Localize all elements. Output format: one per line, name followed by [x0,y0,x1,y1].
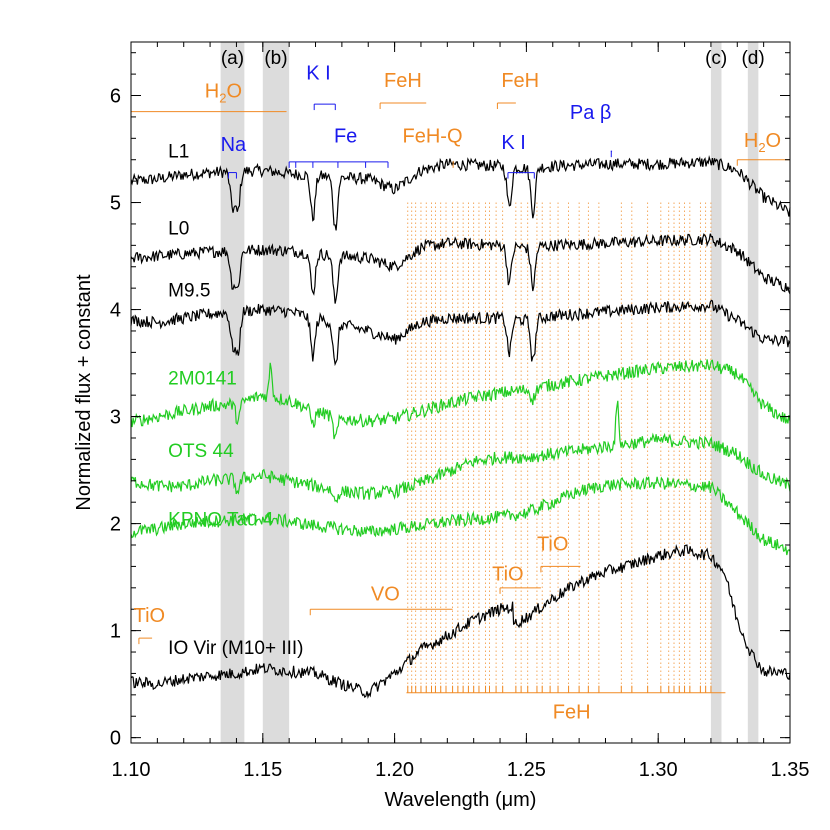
x-tick-label-2: 1.20 [375,759,414,781]
series-line-1 [130,233,791,304]
y-tick-label-2: 2 [110,514,121,536]
spectra-series [130,155,791,699]
band-label-0: (a) [221,48,244,69]
y-tick-label-4: 4 [110,300,121,322]
plot-frame [130,41,791,744]
series-line-6 [130,544,791,699]
feature-label-6: FeH-Q [403,126,463,148]
y-tick-label-3: 3 [110,407,121,429]
series-line-2 [130,299,791,367]
feature-label-8: Pa β [570,102,612,124]
series-label-4: OTS 44 [168,441,234,462]
y-tick-label-5: 5 [110,193,121,215]
feature-bars [131,102,790,645]
y-tick-label-6: 6 [110,86,121,108]
feature-label-0: H2O [205,81,242,106]
feature-label-4: Na [221,134,247,156]
feature-label-11: TiO [492,563,523,585]
feature-label-1: K I [306,62,330,84]
x-tick-label-0: 1.10 [112,759,151,781]
y-tick-label-0: 0 [110,728,121,750]
feature-label-7: K I [501,132,525,154]
band-label-3: (d) [741,48,764,69]
series-label-3: 2M0141 [168,368,237,389]
feature-label-2: FeH [384,70,422,92]
band-label-1: (b) [264,48,287,69]
series-label-6: IO Vir (M10+ III) [168,638,303,659]
series-line-5 [130,476,791,556]
x-tick-label-5: 1.35 [771,759,810,781]
feature-label-10: TiO [537,533,568,555]
feature-label-14: FeH [553,701,591,723]
shaded-band-2 [710,42,722,743]
axis-ticks: 1.10 1.15 1.20 1.25 1.30 1.35 0 1 2 3 4 5 6 [110,42,810,781]
series-line-0 [130,155,791,231]
shaded-band-0 [220,42,245,743]
x-tick-label-1: 1.15 [243,759,282,781]
series-label-1: L0 [168,219,189,240]
feature-label-9: H2O [744,130,781,155]
feature-label-5: Fe [334,126,357,148]
series-line-3 [130,359,791,440]
series-line-4 [130,400,791,504]
feature-label-3: FeH [501,70,539,92]
x-axis-title: Wavelength (μm) [385,789,537,811]
series-label-5: KPNO Tau 4 [168,510,274,531]
feature-label-12: VO [371,584,400,606]
feature-label-13: TiO [134,605,165,627]
band-label-2: (c) [705,48,727,69]
y-axis-title: Normalized flux + constant [73,274,95,511]
y-tick-label-1: 1 [110,621,121,643]
series-label-0: L1 [168,142,189,163]
x-tick-label-4: 1.30 [639,759,678,781]
x-tick-label-3: 1.25 [507,759,546,781]
series-label-2: M9.5 [168,281,210,302]
